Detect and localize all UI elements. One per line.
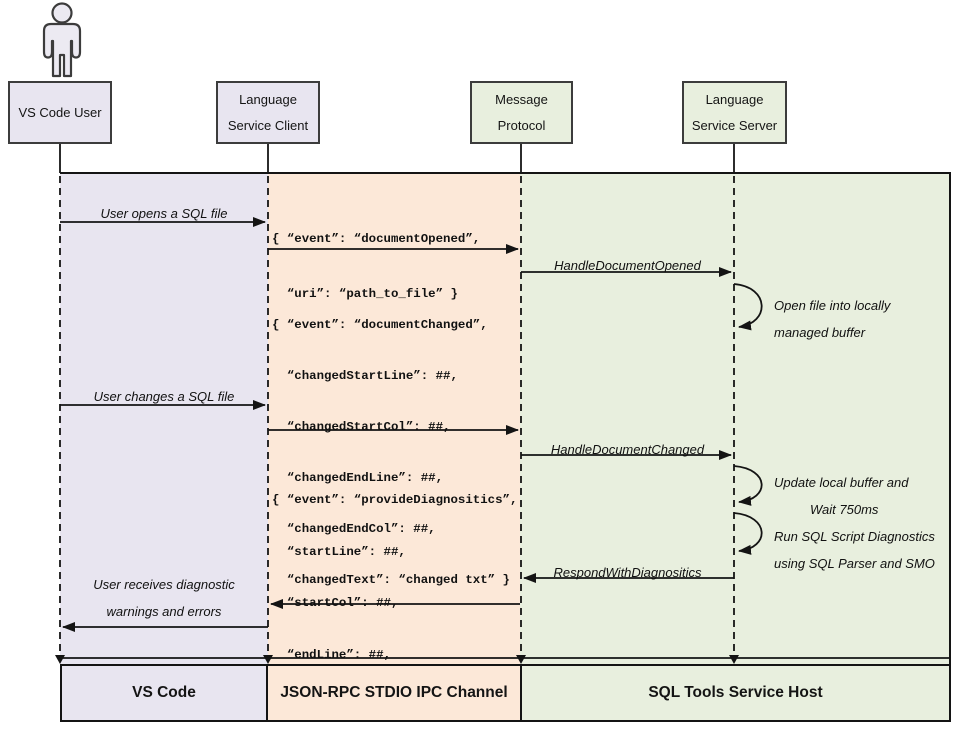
footer-box-vscode: VS Code (60, 664, 268, 722)
lane-right-border (949, 172, 951, 722)
note-update-buffer-2: Wait 750ms (810, 502, 879, 517)
actor-box-language-service-server: Language Service Server (682, 81, 787, 144)
actor-label: Message (495, 91, 548, 107)
note-open-buffer-2: managed buffer (774, 325, 866, 340)
lane-top-border (60, 172, 951, 174)
payload-document-opened: { “event”: “documentOpened”, “uri”: “pat… (272, 232, 481, 301)
label-respond-with-diagnostics: RespondWithDiagnositics (553, 565, 702, 580)
note-open-buffer-1: Open file into locally (774, 298, 891, 313)
lane-vscode (60, 174, 268, 722)
footer-box-ipc-channel: JSON-RPC STDIO IPC Channel (266, 664, 522, 722)
actor-label: Protocol (497, 117, 546, 133)
note-update-buffer-1: Update local buffer and (774, 475, 909, 490)
person-icon (42, 2, 82, 78)
actor-label: VS Code User (18, 104, 102, 120)
note-run-diagnostics-2: using SQL Parser and SMO (774, 556, 935, 571)
actor-box-message-protocol: Message Protocol (470, 81, 573, 144)
payload-document-changed: { “event”: “documentChanged”, “changedSt… (272, 318, 510, 587)
actor-label: Service Server (691, 117, 778, 133)
note-run-diagnostics-1: Run SQL Script Diagnostics (774, 529, 935, 544)
footer-box-service-host: SQL Tools Service Host (520, 664, 951, 722)
label-user-receives: User receives diagnostic warnings and er… (93, 577, 235, 619)
actor-connector-stubs (59, 144, 735, 173)
lane-ipc-channel (268, 174, 520, 722)
actor-label: Language (239, 91, 297, 107)
label-handle-document-changed: HandleDocumentChanged (550, 442, 705, 457)
label-user-changes: User changes a SQL file (93, 389, 235, 404)
label-handle-document-opened: HandleDocumentOpened (554, 258, 701, 273)
actor-box-vscode-user: VS Code User (8, 81, 112, 144)
actor-label: Service Client (227, 117, 309, 133)
lane-service-host (520, 174, 951, 722)
actor-box-language-service-client: Language Service Client (216, 81, 320, 144)
label-user-opens: User opens a SQL file (100, 206, 228, 221)
actor-label: Language (705, 91, 764, 107)
